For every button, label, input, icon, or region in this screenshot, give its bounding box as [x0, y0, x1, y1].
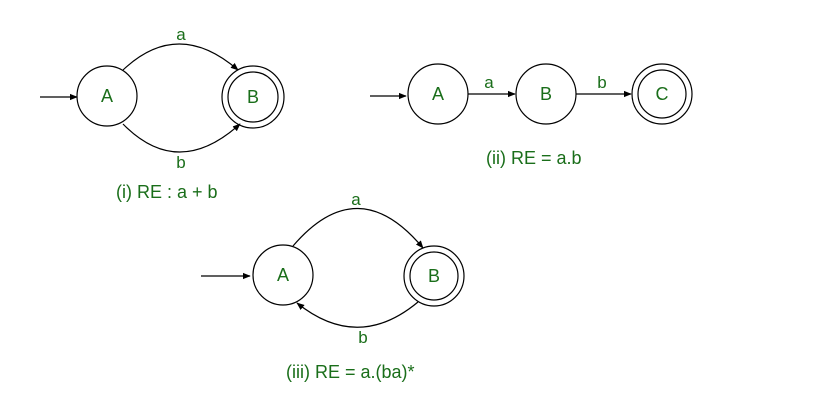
transition-i-a: [122, 43, 239, 71]
state-iii-A: A: [252, 244, 314, 306]
transition-label-b: b: [597, 73, 606, 92]
caption-iii: (iii) RE = a.(ba)*: [286, 362, 415, 382]
transition-i-b: [122, 123, 241, 153]
state-label: B: [247, 87, 259, 107]
state-ii-C: C: [631, 63, 693, 125]
diagram-i: A B a b (i) RE : a + b: [40, 25, 285, 202]
state-label: A: [101, 86, 113, 106]
state-ii-A: A: [407, 63, 469, 125]
caption-i: (i) RE : a + b: [116, 182, 218, 202]
state-label: C: [656, 84, 669, 104]
state-outer-circle: [631, 63, 693, 125]
state-circle: [252, 244, 314, 306]
state-label: A: [432, 84, 444, 104]
state-inner-circle: [409, 251, 459, 301]
state-i-B: B: [221, 65, 285, 129]
state-label: A: [277, 265, 289, 285]
transition-label-a: a: [351, 190, 361, 209]
state-ii-B: B: [515, 63, 577, 125]
transition-iii-b: [296, 301, 419, 328]
state-circle: [76, 65, 138, 127]
state-iii-B: B: [403, 245, 465, 307]
transition-label-b: b: [358, 328, 367, 347]
state-label: B: [428, 266, 440, 286]
caption-ii: (ii) RE = a.b: [486, 148, 582, 168]
state-inner-circle: [227, 71, 279, 123]
state-inner-circle: [637, 69, 687, 119]
transition-iii-a: [292, 207, 424, 249]
diagram-ii: A B C a b (ii) RE = a.b: [370, 63, 693, 168]
transition-label-b: b: [176, 153, 185, 172]
diagram-iii: A B a b (iii) RE = a.(ba)*: [201, 190, 465, 382]
state-i-A: A: [76, 65, 138, 127]
transition-label-a: a: [176, 25, 186, 44]
state-outer-circle: [221, 65, 285, 129]
transition-label-a: a: [484, 73, 494, 92]
state-outer-circle: [403, 245, 465, 307]
state-label: B: [540, 84, 552, 104]
